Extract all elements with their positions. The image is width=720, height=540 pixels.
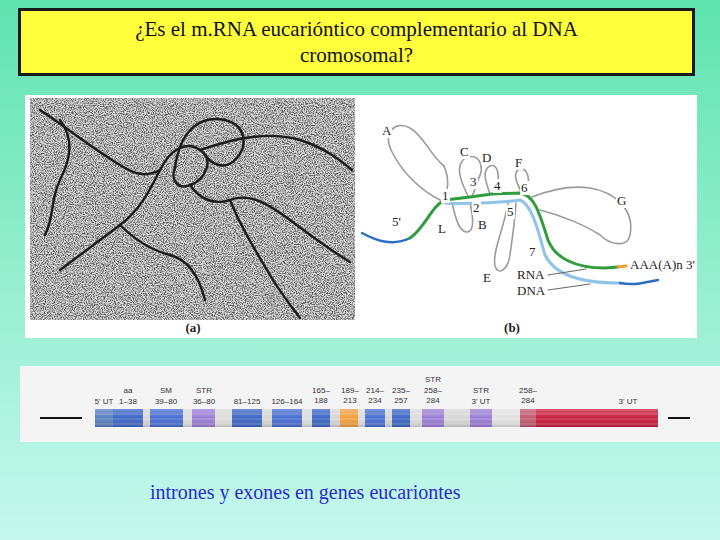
segment-label: 81–125: [234, 397, 261, 407]
segment-label: STR: [473, 386, 489, 396]
rna-dna-hybrid-schematic: [362, 125, 658, 290]
schematic-label: B: [477, 218, 488, 232]
segment-label: 1–38: [119, 397, 137, 407]
segment-label: 258– 284: [519, 386, 537, 405]
segment-label: STR: [425, 375, 441, 385]
segment-label: 189– 213: [341, 386, 359, 405]
segment-label: 258– 284: [424, 386, 442, 405]
schematic-label: D: [481, 151, 492, 165]
schematic-label: 5': [391, 215, 402, 229]
schematic-label: RNA: [516, 268, 545, 282]
schematic-label: G: [616, 194, 627, 208]
segment-label: 5' UT: [95, 397, 114, 407]
caption: intrones y exones en genes eucariontes: [150, 481, 460, 504]
panel-letter: (b): [504, 320, 520, 336]
segment-label: SM: [160, 386, 172, 396]
schematic-label: 5: [506, 205, 515, 219]
micrograph: [30, 98, 355, 320]
gene-bar: [40, 409, 690, 427]
schematic-label: A: [381, 124, 392, 138]
segment-label: 126–164: [271, 397, 302, 407]
segment-label: 3' UT: [472, 397, 491, 407]
segment-label: 39–80: [155, 397, 177, 407]
segment-label: 165– 188: [312, 386, 330, 405]
schematic-label: L: [437, 222, 447, 236]
slide-title: ¿Es el m.RNA eucarióntico complementario…: [102, 16, 612, 69]
schematic-label: DNA: [516, 284, 546, 298]
schematic-label: 7: [528, 245, 537, 259]
segment-label: 3' UT: [619, 397, 638, 407]
schematic-label: 4: [493, 179, 502, 193]
schematic-label: F: [514, 156, 523, 170]
gene-strip: [20, 366, 720, 442]
title-box: ¿Es el m.RNA eucarióntico complementario…: [18, 8, 695, 76]
schematic-label: 3: [469, 175, 478, 189]
schematic-label: E: [482, 271, 492, 285]
schematic-label: 2: [472, 201, 481, 215]
schematic-label: 6: [520, 181, 529, 195]
segment-label: 235– 257: [392, 386, 410, 405]
schematic-label: 1: [441, 189, 450, 203]
segment-label: 214– 234: [366, 386, 384, 405]
segment-label: 36–80: [193, 397, 215, 407]
panel-letter: (a): [185, 320, 200, 336]
figure-panel: [25, 95, 697, 338]
segment-label: STR: [196, 386, 212, 396]
segment-label: aa: [124, 386, 133, 396]
schematic-label: AAA(A)n 3': [629, 258, 696, 272]
schematic-label: C: [459, 145, 470, 159]
